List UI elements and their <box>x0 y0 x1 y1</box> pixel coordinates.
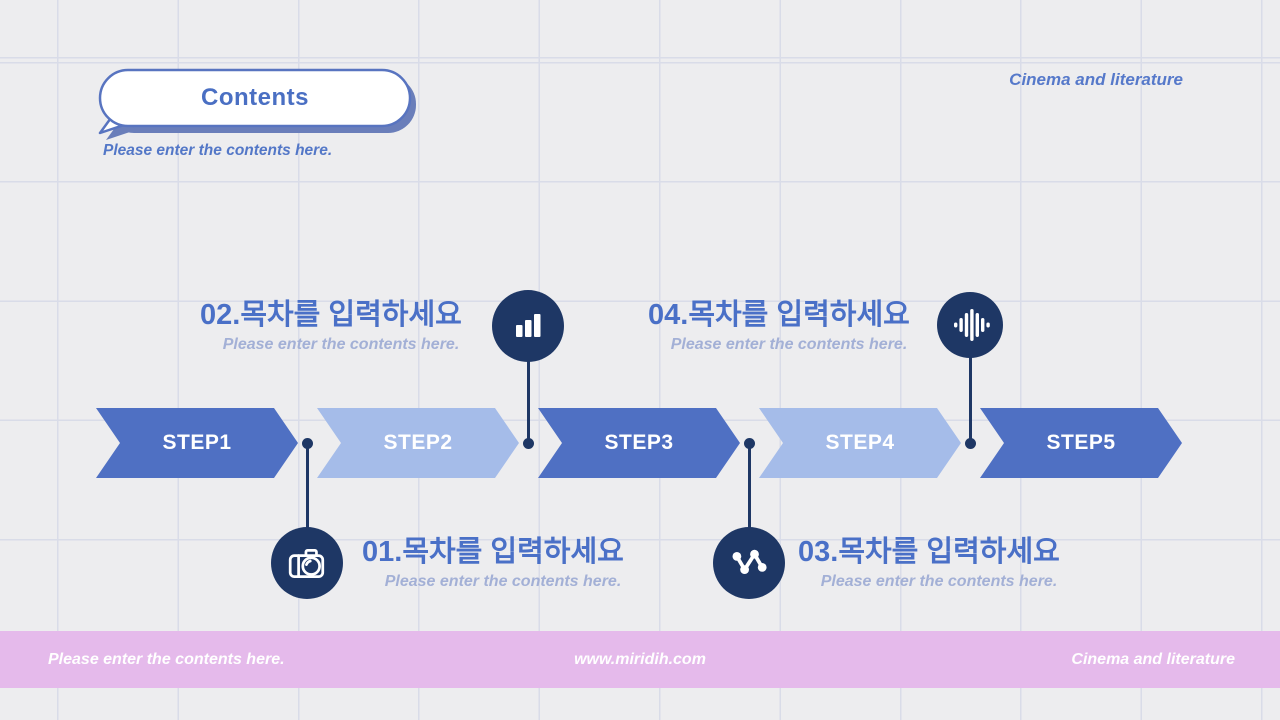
waveform-icon <box>954 309 990 341</box>
connector-line-step3 <box>748 448 751 563</box>
camera-icon <box>288 549 325 579</box>
timeline-dot-1 <box>302 438 313 449</box>
toc-item-subtitle: Please enter the contents here. <box>222 335 460 353</box>
icon-circle-item-04 <box>937 292 1003 358</box>
toc-item-subtitle: Please enter the contents here. <box>670 335 908 353</box>
brand-text-top: Cinema and literature <box>1009 70 1183 89</box>
toc-item-subtitle: Please enter the contents here. <box>820 572 1058 590</box>
toc-item-heading: 01.목차를 입력하세요 <box>362 536 624 568</box>
page-title: Contents <box>201 84 309 111</box>
step-arrow-1: STEP1 <box>96 408 298 478</box>
step-label: STEP1 <box>162 431 232 454</box>
step-arrow-3: STEP3 <box>538 408 740 478</box>
footer-brand-text: Cinema and literature <box>1071 650 1235 668</box>
step-label: STEP5 <box>1046 431 1116 454</box>
timeline-dot-4 <box>965 438 976 449</box>
connector-line-step4 <box>969 325 972 443</box>
step-label: STEP4 <box>825 431 895 454</box>
contents-title-bubble: Contents <box>96 66 426 150</box>
footer-left-text: Please enter the contents here. <box>48 650 285 668</box>
toc-item-subtitle: Please enter the contents here. <box>384 572 622 590</box>
speech-bubble-shape <box>98 68 416 140</box>
toc-item-01: 01.목차를 입력하세요 Please enter the contents h… <box>362 536 644 591</box>
step-arrow-2: STEP2 <box>317 408 519 478</box>
connector-line-step1 <box>306 448 309 563</box>
step-label: STEP3 <box>604 431 674 454</box>
toc-item-02: 02.목차를 입력하세요 Please enter the contents h… <box>200 299 482 354</box>
toc-item-heading: 03.목차를 입력하세요 <box>798 536 1060 568</box>
header-subtitle: Please enter the contents here. <box>103 142 333 159</box>
step-arrow-5: STEP5 <box>980 408 1182 478</box>
timeline-dot-3 <box>744 438 755 449</box>
step-arrow-4: STEP4 <box>759 408 961 478</box>
bar-chart-icon <box>516 314 541 337</box>
footer-bar: Please enter the contents here. www.miri… <box>0 631 1280 688</box>
toc-item-04: 04.목차를 입력하세요 Please enter the contents h… <box>648 299 930 354</box>
line-graph-icon <box>732 549 767 574</box>
timeline-dot-2 <box>523 438 534 449</box>
connector-line-step2 <box>527 326 530 443</box>
icon-circle-item-01 <box>271 527 343 599</box>
toc-item-heading: 02.목차를 입력하세요 <box>200 299 462 331</box>
footer-url: www.miridih.com <box>574 650 706 668</box>
icon-circle-item-03 <box>713 527 785 599</box>
toc-item-03: 03.목차를 입력하세요 Please enter the contents h… <box>798 536 1080 591</box>
toc-item-heading: 04.목차를 입력하세요 <box>648 299 910 331</box>
icon-circle-item-02 <box>492 290 564 362</box>
step-label: STEP2 <box>383 431 453 454</box>
